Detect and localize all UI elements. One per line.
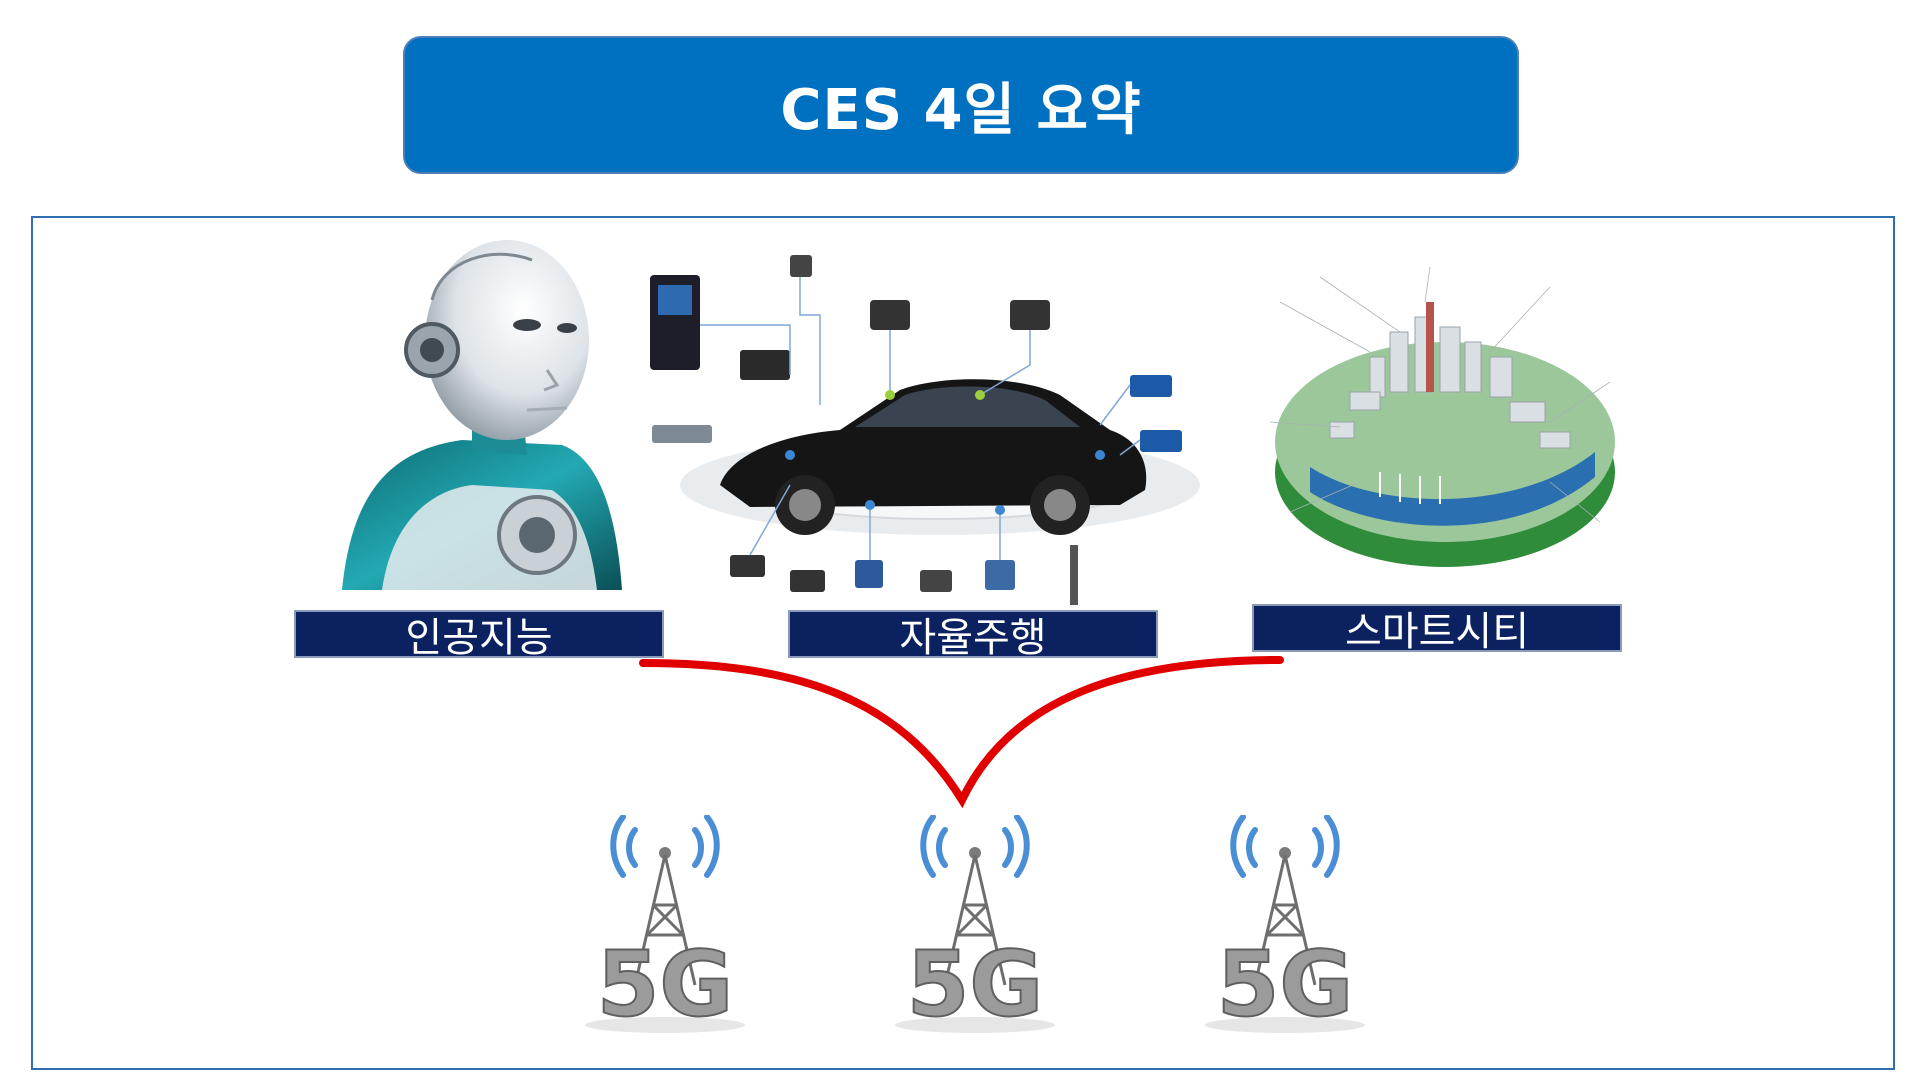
robot-image (322, 240, 622, 590)
tower-5g-3: 5G (1195, 815, 1375, 1035)
page-title: CES 4일 요약 (780, 77, 1142, 143)
label-ai-text: 인공지능 (405, 615, 553, 661)
tower-5g-1: 5G (575, 815, 755, 1035)
label-smart-city-text: 스마트시티 (1345, 609, 1529, 655)
tower-5g-3-text: 5G (1217, 932, 1354, 1035)
label-ai: 인공지능 (294, 610, 664, 661)
smart-city-image (1250, 262, 1630, 582)
autonomous-car-diagram (640, 255, 1200, 615)
label-autonomous-text: 자율주행 (899, 615, 1047, 661)
title-banner: CES 4일 요약 (403, 36, 1519, 174)
label-smart-city: 스마트시티 (1252, 604, 1622, 655)
tower-5g-2-text: 5G (907, 932, 1044, 1035)
tower-5g-2: 5G (885, 815, 1065, 1035)
tower-5g-1-text: 5G (597, 932, 734, 1035)
label-autonomous: 자율주행 (788, 610, 1158, 661)
